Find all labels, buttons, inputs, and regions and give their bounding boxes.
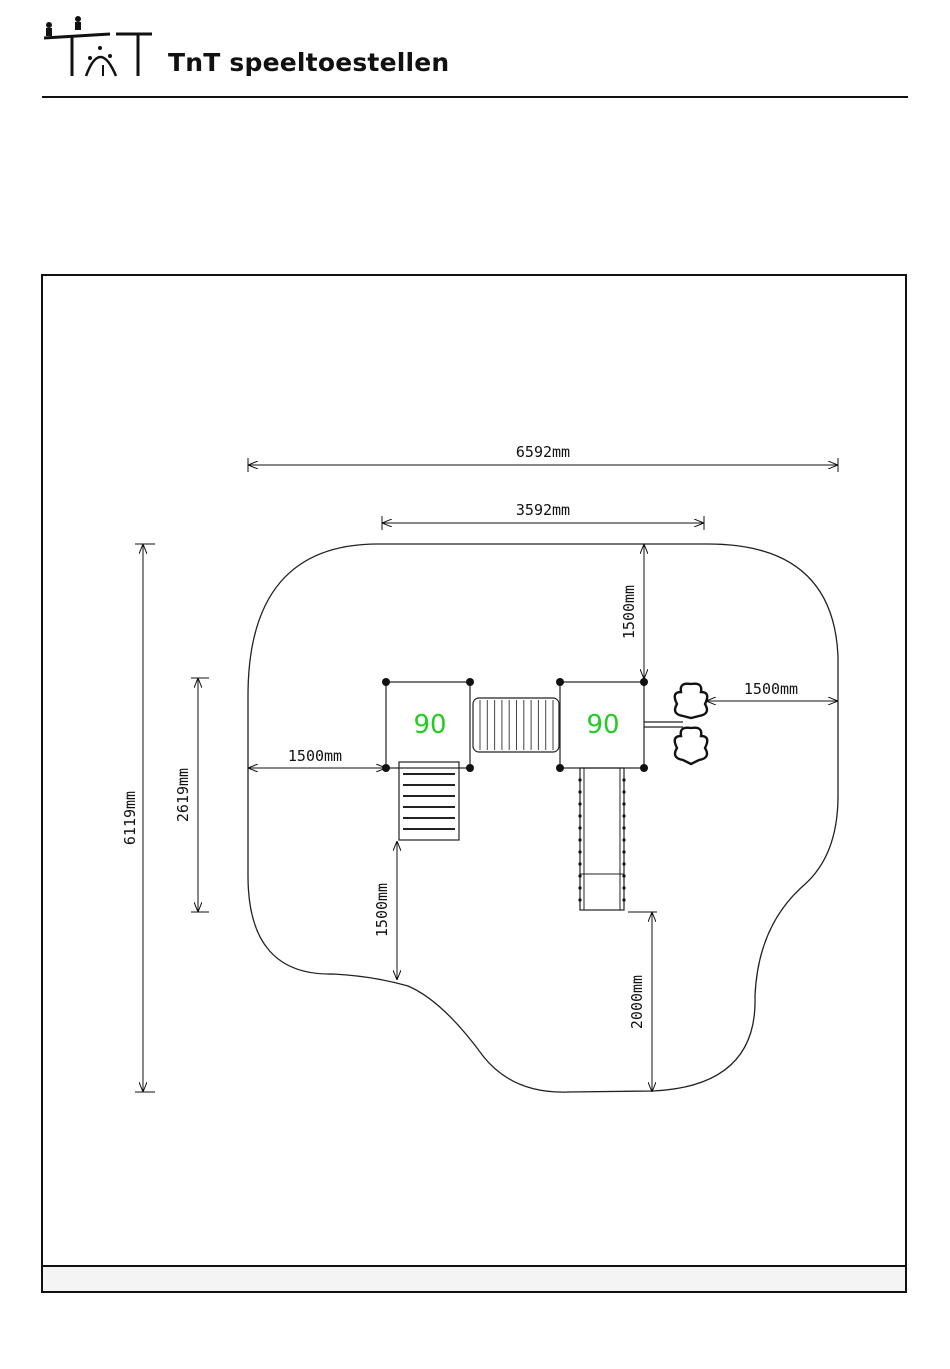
drawing-frame: 90 90: [41, 274, 907, 1293]
platform-1: 90: [382, 678, 474, 772]
leaf-ornament-top: [675, 684, 708, 718]
svg-text:2000mm: 2000mm: [628, 975, 646, 1029]
plan-drawing: 90 90: [43, 276, 905, 1266]
header-divider: [42, 96, 908, 98]
dim-top-clearance: 1500mm: [620, 545, 644, 678]
dim-left-clearance: 1500mm: [249, 747, 385, 768]
safety-zone-outline: [248, 544, 838, 1092]
platform-2: 90: [556, 678, 648, 772]
leaf-ornament-bottom: [675, 728, 708, 764]
slide: [578, 768, 625, 910]
dim-slide-clearance: 2000mm: [628, 912, 657, 1091]
svg-text:2619mm: 2619mm: [174, 768, 192, 822]
tunnel-bridge: [473, 698, 559, 752]
dim-structure-width: 3592mm: [382, 501, 704, 530]
brand-name: TnT speeltoestellen: [168, 48, 449, 77]
svg-text:6119mm: 6119mm: [121, 791, 139, 845]
svg-text:1500mm: 1500mm: [288, 747, 342, 765]
page-header: TnT speeltoestellen: [0, 0, 950, 100]
svg-text:1500mm: 1500mm: [744, 680, 798, 698]
dim-right-clearance: 1500mm: [707, 680, 837, 701]
dim-structure-depth: 2619mm: [174, 678, 209, 912]
leaf-panel: [644, 684, 707, 764]
platform-1-height: 90: [413, 710, 446, 740]
title-block-bar: [43, 1265, 905, 1291]
platform-2-height: 90: [586, 710, 619, 740]
dim-stair-clearance: 1500mm: [373, 842, 397, 979]
svg-text:3592mm: 3592mm: [516, 501, 570, 519]
stairs: [399, 762, 459, 840]
svg-text:1500mm: 1500mm: [373, 883, 391, 937]
dim-overall-depth: 6119mm: [121, 544, 155, 1092]
svg-text:6592mm: 6592mm: [516, 443, 570, 461]
svg-text:1500mm: 1500mm: [620, 585, 638, 639]
dim-overall-width: 6592mm: [248, 443, 838, 472]
